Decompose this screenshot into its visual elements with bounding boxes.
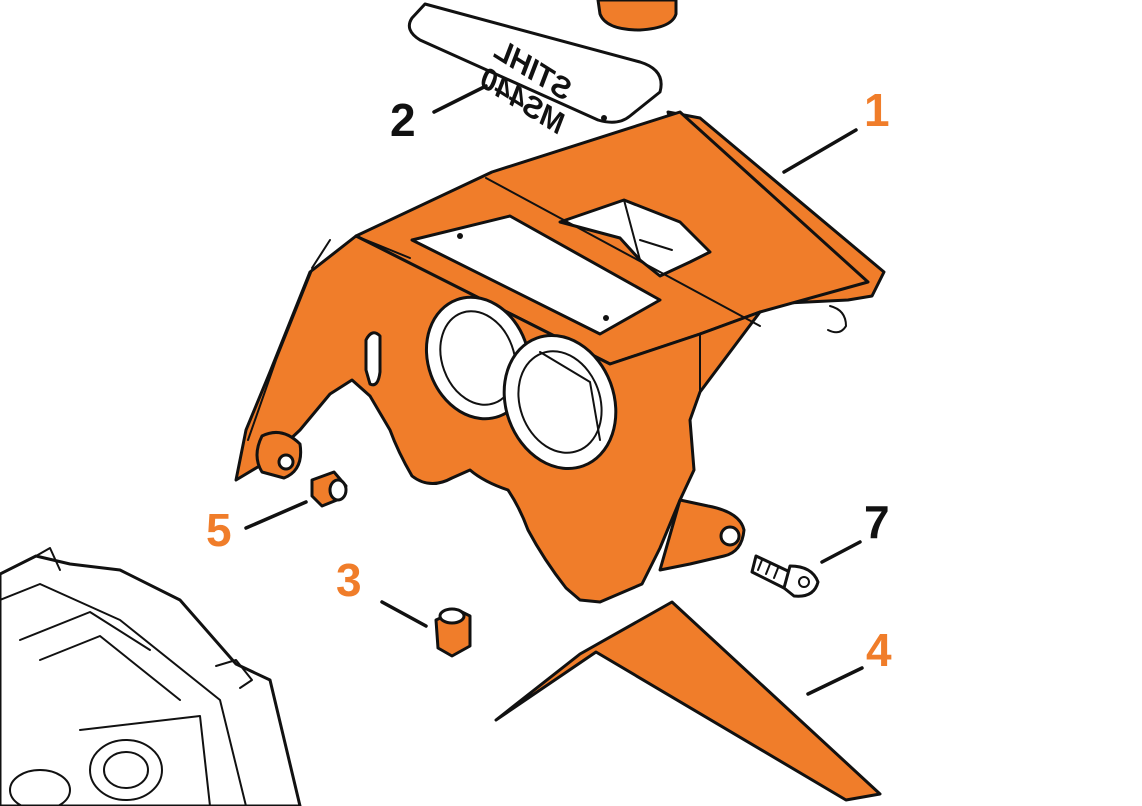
callout-4: 4 (866, 624, 892, 676)
callout-3: 3 (336, 554, 362, 606)
leader-3 (380, 600, 428, 628)
grommet-part-5 (310, 470, 348, 508)
callout-1: 1 (864, 84, 890, 136)
top-cover-part (234, 110, 886, 604)
callout-7: 7 (864, 496, 890, 548)
callout-5: 5 (206, 504, 232, 556)
leader-1 (782, 128, 858, 174)
deflector-part-4 (494, 600, 882, 802)
bushing-part-3 (434, 607, 472, 658)
leader-4 (806, 666, 864, 696)
leader-7 (820, 540, 862, 564)
leader-5 (244, 500, 308, 530)
callout-labels: 1 2 3 4 5 7 (206, 84, 892, 676)
leader-2 (432, 84, 488, 114)
screw-part-7 (750, 554, 820, 598)
filter-cap-part (596, 0, 678, 32)
callout-2: 2 (390, 94, 416, 146)
adjacent-housing-part (0, 547, 302, 806)
leader-lines (244, 84, 864, 696)
